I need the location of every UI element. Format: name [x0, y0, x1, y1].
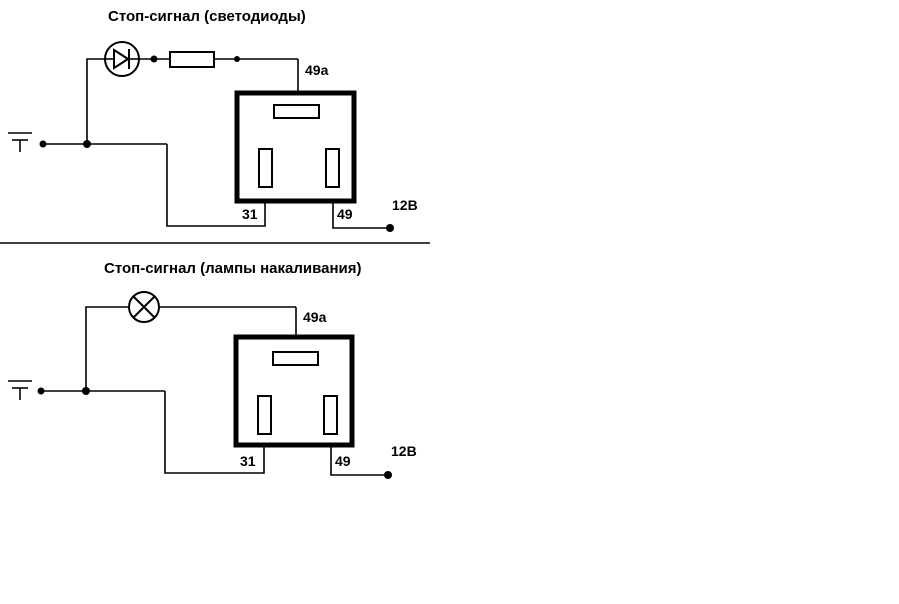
pin-label-49a: 49a — [303, 309, 327, 325]
pin-label-49: 49 — [337, 206, 353, 222]
incandescent-circuit-diagram: Стоп-сигнал (лампы накаливания) — [8, 260, 417, 479]
pin-label-49a: 49a — [305, 62, 329, 78]
pin-label-31: 31 — [240, 453, 256, 469]
relay-block — [234, 90, 357, 204]
supply-terminal — [386, 224, 394, 232]
wire-junction — [234, 56, 240, 62]
relay-pin-49a — [272, 351, 319, 366]
led-circuit-wires — [43, 58, 390, 229]
incandescent-diagram-title: Стоп-сигнал (лампы накаливания) — [104, 260, 362, 277]
ground-symbol-icon — [8, 132, 32, 152]
relay-pin-49a — [273, 104, 320, 119]
supply-label: 12В — [392, 197, 418, 213]
led-diagram-title: Стоп-сигнал (светодиоды) — [108, 8, 306, 25]
relay-pin-49 — [325, 148, 340, 188]
relay-pin-49 — [323, 395, 338, 435]
relay-pin-31 — [257, 395, 272, 435]
wire-junction — [83, 140, 91, 148]
relay-pin-31 — [258, 148, 273, 188]
ground-symbol-icon — [8, 380, 32, 400]
wire-junction — [150, 55, 158, 63]
led-diode-icon — [104, 41, 140, 77]
resistor-icon — [169, 51, 215, 68]
pin-label-31: 31 — [242, 206, 258, 222]
wire-junction — [82, 387, 90, 395]
pin-label-49: 49 — [335, 453, 351, 469]
supply-terminal — [384, 471, 392, 479]
supply-label: 12В — [391, 443, 417, 459]
relay-block — [233, 334, 355, 448]
led-circuit-diagram: Стоп-сигнал (светодиоды) — [8, 8, 418, 232]
incandescent-lamp-icon — [128, 291, 160, 323]
